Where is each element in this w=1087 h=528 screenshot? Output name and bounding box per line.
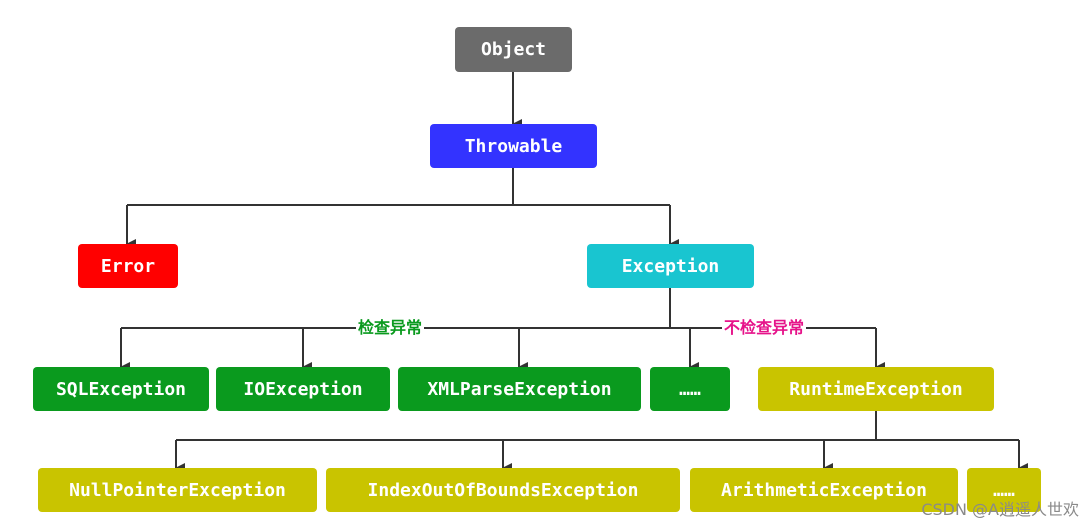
index-out-of-bounds-exception-node: IndexOutOfBoundsException: [326, 468, 680, 512]
exception-node: Exception: [587, 244, 754, 288]
object-node: Object: [455, 27, 572, 72]
throwable-node: Throwable: [430, 124, 597, 168]
error-node: Error: [78, 244, 178, 288]
runtime-exception-node: RuntimeException: [758, 367, 994, 411]
null-pointer-exception-node: NullPointerException: [38, 468, 317, 512]
checked-more-node: ……: [650, 367, 730, 411]
xml-parse-exception-node: XMLParseException: [398, 367, 641, 411]
sql-exception-node: SQLException: [33, 367, 209, 411]
io-exception-node: IOException: [216, 367, 390, 411]
checked-exception-label: 检查异常: [356, 318, 425, 337]
runtime-more-node: ……: [967, 468, 1041, 512]
arithmetic-exception-node: ArithmeticException: [690, 468, 958, 512]
unchecked-exception-label: 不检查异常: [722, 318, 807, 337]
watermark: CSDN @A逍遥人世欢: [921, 500, 1079, 519]
